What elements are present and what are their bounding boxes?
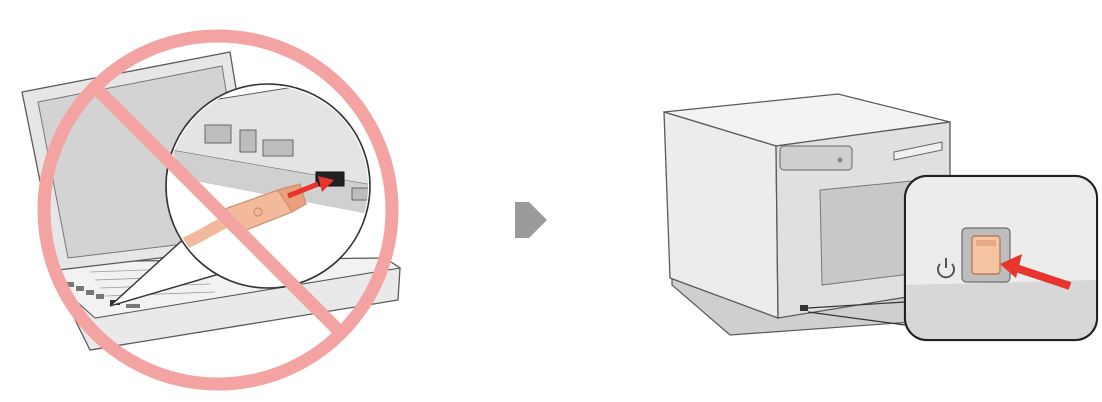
power-button[interactable] [972,236,1000,274]
next-step-arrow-icon [505,190,555,250]
power-switch-closeup [905,176,1097,340]
press-power-button-panel [650,80,1102,402]
usb-connection-prohibited-panel [0,0,440,402]
